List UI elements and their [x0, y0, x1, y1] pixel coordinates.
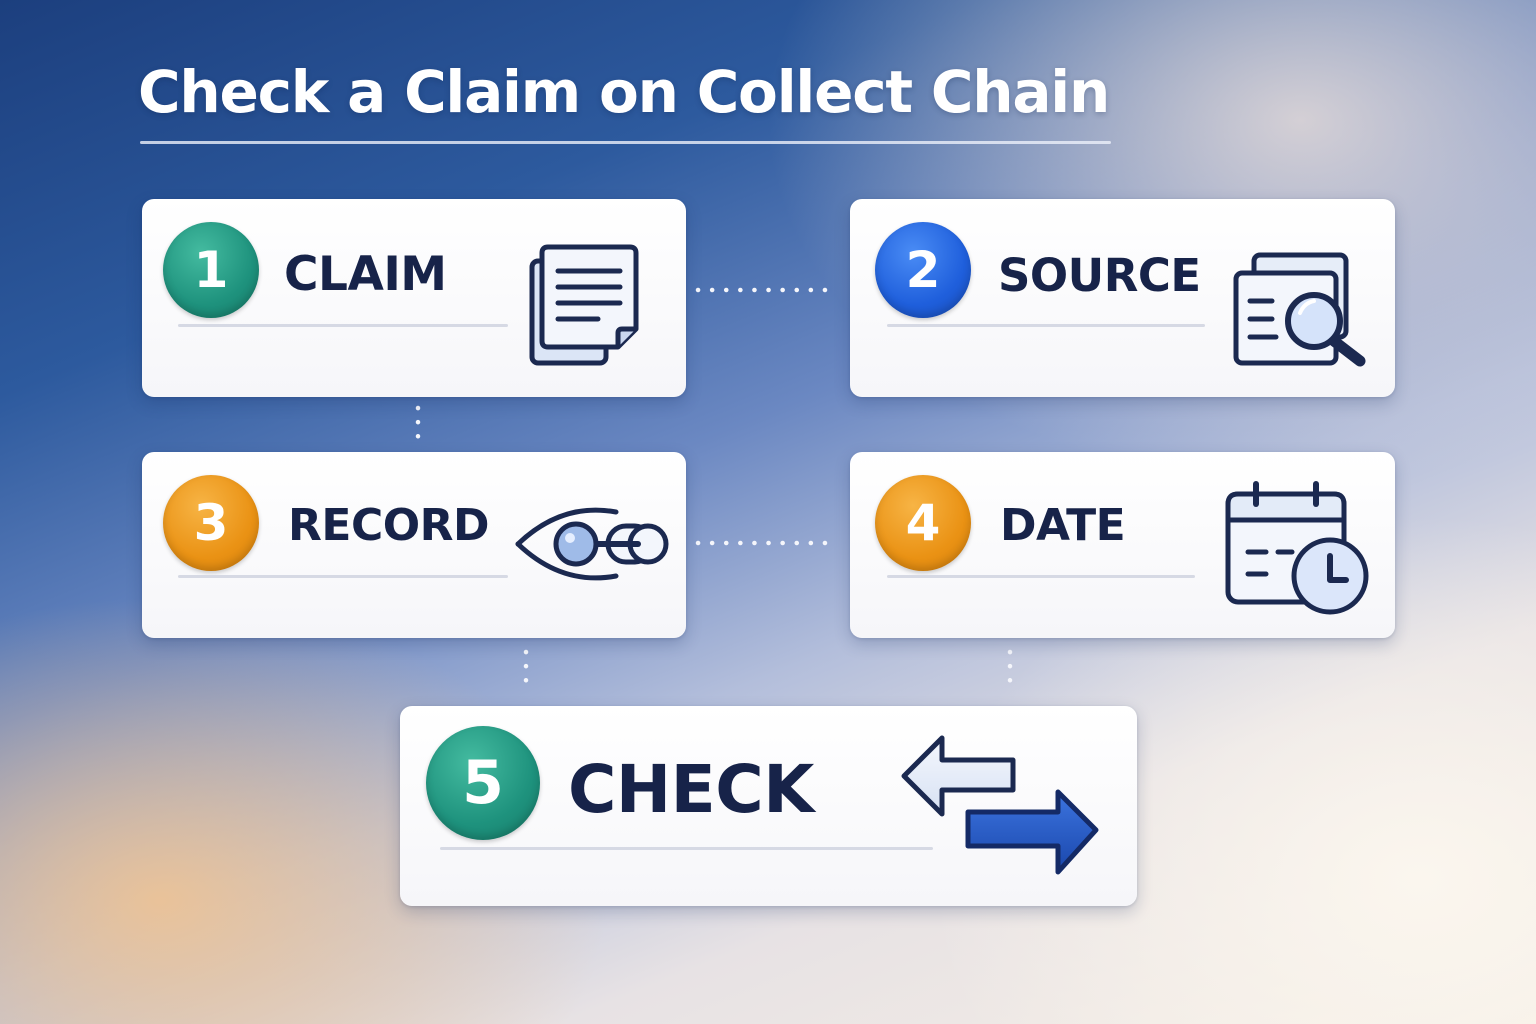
step-number-badge: 5	[426, 726, 540, 840]
step-underline	[178, 575, 508, 578]
step-label: RECORD	[288, 500, 490, 551]
step-number-badge: 4	[875, 475, 971, 571]
connector-claim-record	[415, 405, 421, 445]
document-search-icon	[1233, 252, 1366, 367]
calendar-clock-icon	[1225, 481, 1369, 615]
step-card-claim: 1 CLAIM	[142, 199, 686, 397]
eye-link-icon	[515, 507, 669, 581]
step-number-badge: 2	[875, 222, 971, 318]
step-label: DATE	[1000, 500, 1126, 551]
step-underline	[440, 847, 933, 850]
diagram-title: Check a Claim on Collect Chain	[138, 58, 1110, 126]
step-label: CHECK	[568, 751, 814, 828]
step-underline	[178, 324, 508, 327]
step-card-check: 5 CHECK	[400, 706, 1137, 906]
swap-arrows-icon	[901, 735, 1099, 875]
step-card-source: 2 SOURCE	[850, 199, 1395, 397]
step-number-badge: 3	[163, 475, 259, 571]
step-card-date: 4 DATE	[850, 452, 1395, 638]
documents-icon	[529, 244, 639, 366]
step-label: SOURCE	[998, 249, 1201, 302]
connector-record-check	[523, 649, 529, 695]
connector-claim-source	[695, 287, 841, 293]
connector-date-check	[1007, 649, 1013, 695]
title-underline	[140, 141, 1111, 144]
step-number-badge: 1	[163, 222, 259, 318]
step-label: CLAIM	[284, 247, 447, 302]
step-card-record: 3 RECORD	[142, 452, 686, 638]
connector-record-date	[695, 540, 841, 546]
step-underline	[887, 575, 1195, 578]
step-underline	[887, 324, 1205, 327]
